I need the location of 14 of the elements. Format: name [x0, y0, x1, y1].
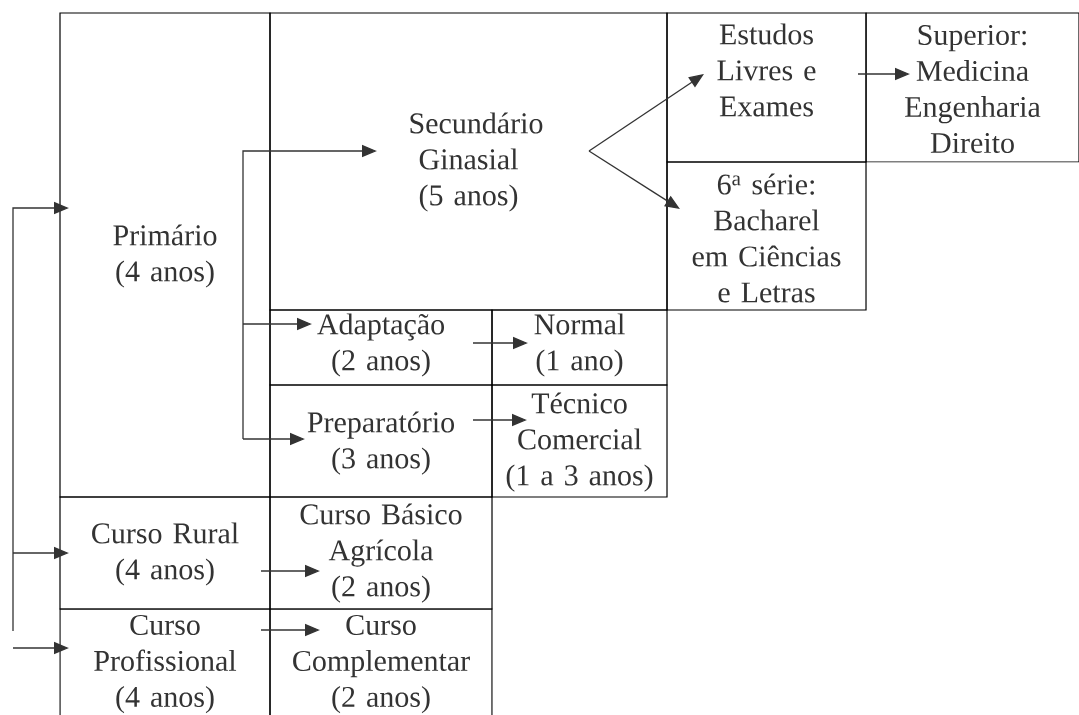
arrow: [588, 150, 680, 209]
cell-box: Secundário Ginasial (5 anos): [269, 12, 668, 311]
cell-box: Curso Complementar (2 anos): [269, 608, 493, 715]
cell-box: Curso Rural (4 anos): [59, 496, 271, 610]
cell-box: Técnico Comercial (1 a 3 anos): [491, 384, 668, 498]
cell-box: Estudos Livres e Exames: [666, 12, 867, 163]
cell-box: Preparatório (3 anos): [269, 384, 493, 498]
cell-box: 6$^{a}$ série: Bacharel em Ciências e Letras: [666, 161, 867, 311]
cell-box: Curso Básico Agrícola (2 anos): [269, 496, 493, 610]
cell-box: Adaptação (2 anos): [269, 309, 493, 386]
cell-box: Primário (4 anos): [59, 12, 271, 498]
arrow: [588, 74, 704, 152]
cell-box: Normal (1 ano): [491, 309, 668, 386]
cell-box: Curso Profissional (4 anos): [59, 608, 271, 715]
